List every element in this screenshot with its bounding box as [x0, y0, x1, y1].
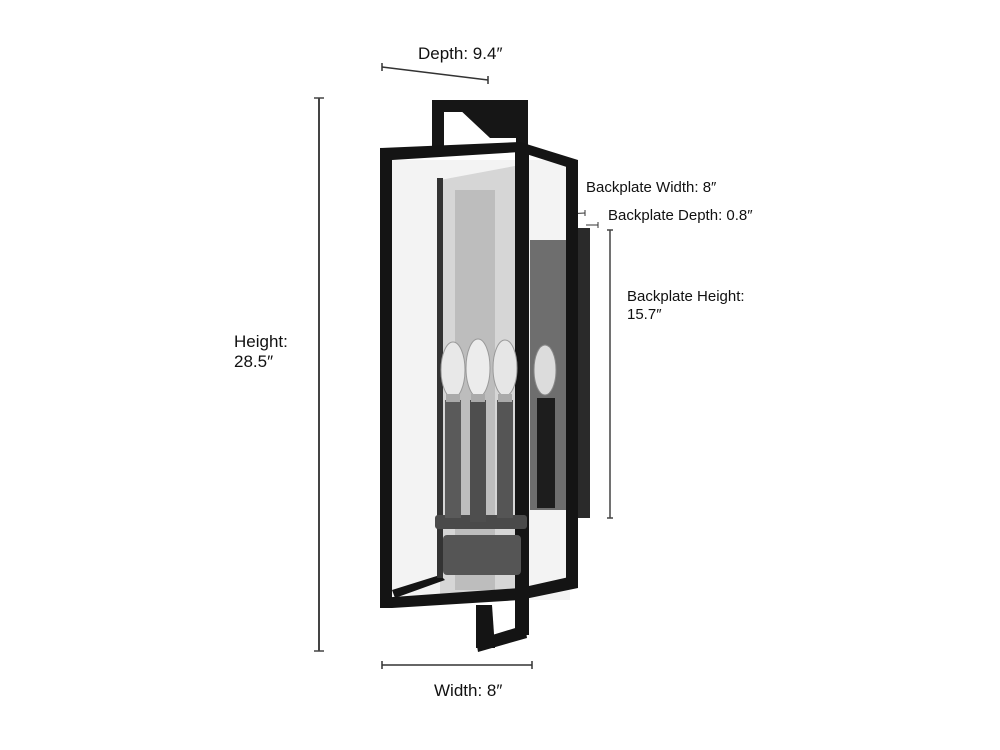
backplate-height-label: Backplate Height: 15.7″ [627, 288, 745, 324]
backplate-depth-label: Backplate Depth: 0.8″ [608, 207, 753, 224]
width-dimension-line [381, 661, 533, 669]
depth-label: Depth: 9.4″ [418, 44, 503, 63]
top-bracket [432, 100, 528, 155]
backplate-height-dimension-line [607, 229, 613, 519]
backplate-depth-dimension-line [586, 222, 599, 228]
width-label: Width: 8″ [434, 681, 503, 700]
candle-3 [492, 339, 518, 518]
backplate-width-label: Backplate Width: 8″ [586, 179, 717, 196]
candle-cluster [435, 338, 557, 575]
depth-dimension-line [381, 63, 489, 84]
height-label: Height: 28.5″ [234, 332, 288, 372]
backplate-height-value: 15.7″ [627, 306, 662, 323]
candle-2 [465, 338, 491, 522]
height-label-value: 28.5″ [234, 352, 274, 371]
backplate-height-title: Backplate Height: [627, 288, 745, 305]
frame [380, 142, 578, 652]
height-dimension-line [314, 97, 324, 652]
candle-4-reflection [533, 344, 557, 508]
candle-1 [440, 341, 466, 518]
height-label-title: Height: [234, 332, 288, 351]
